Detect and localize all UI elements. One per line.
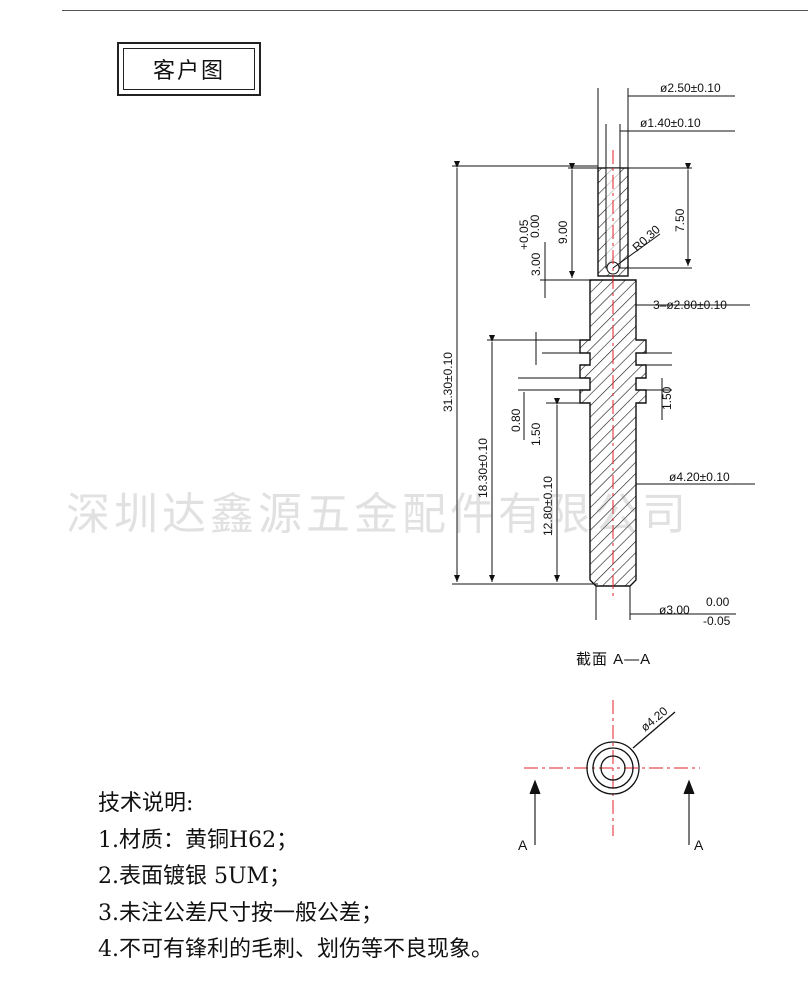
dim-end-upper-tol: 0.00 (706, 595, 730, 609)
section-marker-right: A (694, 837, 704, 853)
dim-step-length: 3.00 (529, 252, 543, 276)
section-arrows (529, 779, 695, 845)
dim-end-lower-tol: -0.05 (703, 614, 731, 628)
centerlines (524, 150, 700, 836)
dim-step-lower-tol: 0.00 (528, 214, 542, 238)
dim-body-dia: ø4.20±0.10 (669, 470, 730, 484)
dim-bore-depth: 7.50 (673, 208, 687, 232)
section-label: 截面 A—A (576, 651, 652, 668)
dim-tip-length: 9.00 (556, 220, 570, 244)
dim-end-dia: ø3.00 (659, 603, 690, 617)
note-item: 3.未注公差尺寸按一般公差； (98, 900, 383, 926)
dim-total-length: 31.30±0.10 (441, 352, 455, 412)
note-item: 4.不可有锋利的毛刺、划伤等不良现象。 (98, 937, 493, 962)
note-item: 2.表面镀银 5UM； (98, 864, 292, 889)
dim-step-upper-tol: +0.05 (517, 219, 531, 250)
drawing-title: 客户图 (123, 48, 255, 90)
dim-body-length: 18.30±0.10 (476, 438, 490, 498)
dim-groove-dia: 3–ø2.80±0.10 (653, 298, 727, 312)
dim-groove-width: 0.80 (509, 408, 523, 432)
watermark: 深圳达鑫源五金配件有限公司 (66, 489, 690, 540)
dimension-lines (452, 88, 755, 620)
notes-heading: 技术说明: (98, 791, 194, 816)
dim-groove-pitch-right: 1.50 (660, 386, 674, 410)
dim-shank-length: 12.80±0.10 (541, 476, 555, 536)
top-rule (62, 10, 808, 11)
technical-notes: 技术说明: 1.材质：黄铜H62； 2.表面镀银 5UM； 3.未注公差尺寸按一… (98, 786, 493, 969)
dim-inner-bore: ø1.40±0.10 (640, 116, 701, 130)
note-item: 1.材质：黄铜H62； (98, 827, 299, 853)
section-view (586, 711, 676, 795)
title-box: 客户图 (117, 42, 261, 96)
dim-outer-tip: ø2.50±0.10 (660, 81, 721, 95)
dim-groove-pitch: 1.50 (529, 422, 543, 446)
dim-fillet-radius: R0.30 (630, 222, 663, 254)
section-marker-left: A (518, 837, 528, 853)
